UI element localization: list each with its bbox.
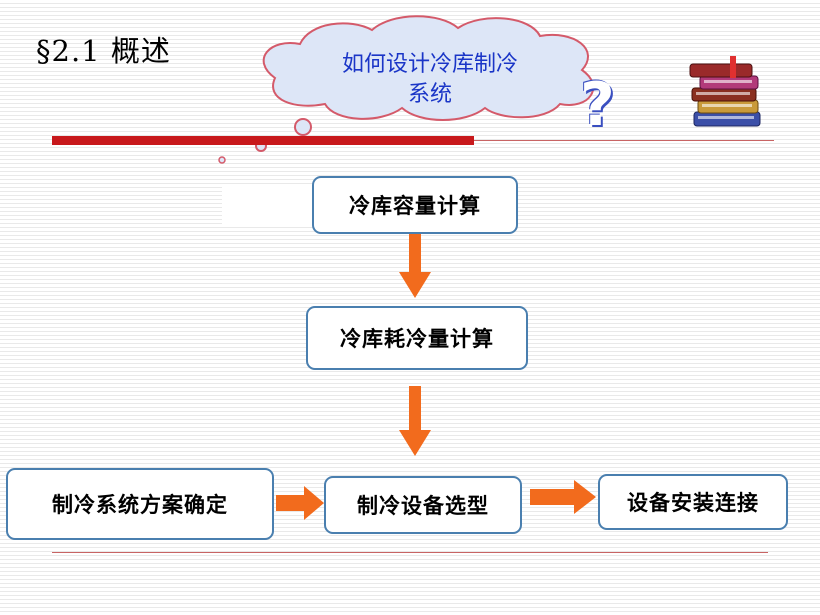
slide-title: §2.1 概述 (36, 34, 171, 68)
blank-patch (222, 186, 314, 226)
cloud-text: 如何设计冷库制冷 系统 (300, 50, 560, 110)
question-mark-icon: ? (580, 70, 615, 140)
arrow-down-1 (399, 234, 431, 298)
title-underline-bar (52, 136, 474, 145)
cloud-bubble-small (218, 156, 226, 164)
arrow-right-2 (530, 480, 596, 514)
arrow-right-1 (276, 486, 324, 520)
step-capacity-calculation: 冷库容量计算 (312, 176, 518, 234)
cloud-text-line2: 系统 (407, 82, 452, 107)
divider-line-top (474, 140, 774, 141)
step-cooling-load-calculation: 冷库耗冷量计算 (306, 306, 528, 370)
step-installation-connection: 设备安装连接 (598, 474, 788, 530)
cloud-bubble-large (294, 118, 312, 136)
arrow-down-2 (399, 386, 431, 456)
divider-line-bottom (52, 552, 768, 553)
step-equipment-selection: 制冷设备选型 (324, 476, 522, 534)
step-system-scheme: 制冷系统方案确定 (6, 468, 274, 540)
stack-of-books-icon (689, 56, 761, 127)
cloud-text-line1: 如何设计冷库制冷 (341, 52, 518, 77)
